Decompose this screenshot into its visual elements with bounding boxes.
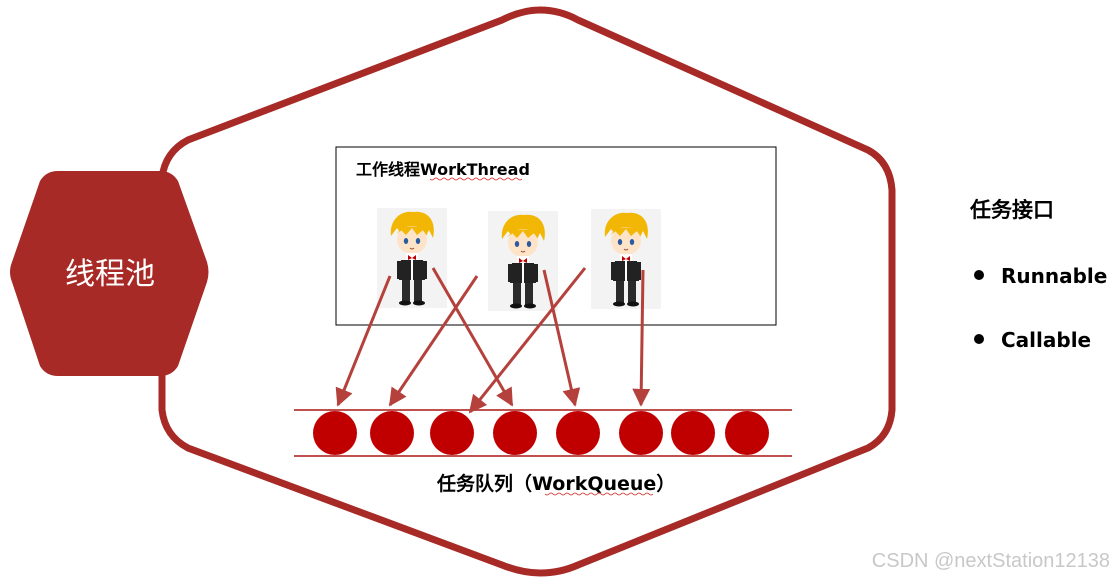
task-queue-items [313, 411, 769, 455]
cartoon-worker-icon [487, 210, 559, 312]
csdn-watermark: CSDN @nextStation12138 [871, 550, 1110, 572]
assignment-arrows [335, 267, 651, 414]
workers-group [376, 207, 662, 312]
assignment-arrow [542, 269, 581, 407]
assignment-arrow [335, 275, 392, 407]
task-interface-item-callable: Callable [1001, 328, 1091, 352]
spellcheck-underline [429, 177, 523, 181]
task-item [556, 411, 600, 455]
assignment-arrow [468, 267, 587, 414]
cartoon-worker-icon [590, 208, 662, 310]
assignment-arrow [431, 267, 514, 407]
task-item [313, 411, 357, 455]
bullet-icon [974, 270, 984, 280]
task-item [619, 411, 663, 455]
bullet-icon [974, 334, 984, 344]
pool-boundary [158, 6, 896, 577]
cartoon-worker-icon [376, 207, 448, 309]
task-item [370, 411, 414, 455]
task-item [430, 411, 474, 455]
task-item [493, 411, 537, 455]
worker-thread-title: 工作线程WorkThread [356, 160, 530, 179]
assignment-arrow [632, 269, 651, 407]
pool-badge [10, 171, 209, 376]
spellcheck-underline-queue [544, 492, 654, 496]
assignment-arrow [388, 275, 479, 407]
pool-label: 线程池 [65, 257, 155, 292]
task-item [671, 411, 715, 455]
task-interface-title: 任务接口 [969, 198, 1054, 222]
task-interface-item-runnable: Runnable [1001, 264, 1107, 288]
task-item [725, 411, 769, 455]
work-queue-label: 任务队列（WorkQueue） [436, 472, 675, 495]
